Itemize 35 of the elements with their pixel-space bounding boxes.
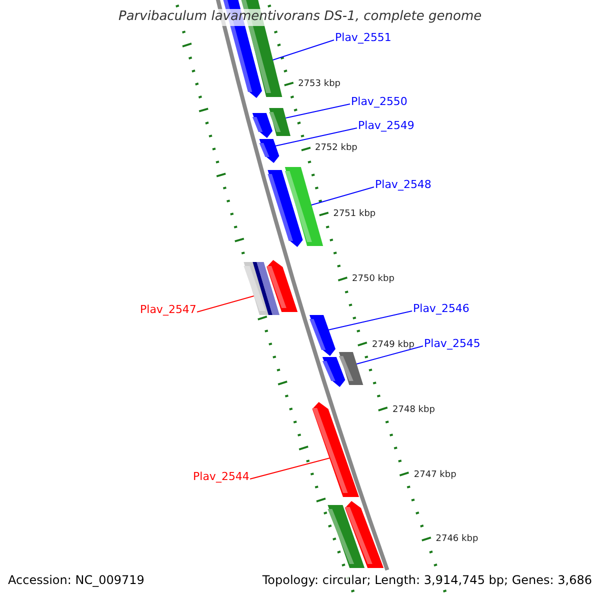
gene-block bbox=[266, 260, 298, 312]
gene-block bbox=[269, 108, 290, 136]
scale-label: 2749 kbp bbox=[372, 340, 414, 350]
scale-label: 2752 kbp bbox=[314, 143, 358, 154]
gene-block bbox=[259, 139, 280, 163]
scale-label: 2750 kbp bbox=[352, 274, 394, 284]
genome-stats-text: Topology: circular; Length: 3,914,745 bp; Genes: 3,686 bbox=[262, 574, 592, 588]
scale-label: 2751 kbp bbox=[333, 209, 376, 220]
leader-line bbox=[285, 104, 350, 118]
leader-line bbox=[356, 346, 424, 364]
leader-line bbox=[272, 40, 334, 60]
scale-label: 2747 kbp bbox=[414, 470, 456, 480]
gene-label: Plav_2550 bbox=[351, 96, 408, 108]
leader-line bbox=[274, 128, 358, 146]
scale-label: 2753 kbp bbox=[298, 79, 341, 90]
gene-block bbox=[322, 357, 346, 387]
leader-line bbox=[250, 458, 330, 480]
gene-label: Plav_2547 bbox=[140, 304, 196, 316]
gene-label: Plav_2551 bbox=[335, 32, 392, 44]
gene-label: Plav_2548 bbox=[375, 178, 432, 192]
gene-block bbox=[268, 170, 303, 247]
gene-label: Plav_2549 bbox=[358, 120, 414, 132]
gene-label: Plav_2544 bbox=[193, 470, 250, 484]
gene-block bbox=[310, 315, 336, 356]
leader-line bbox=[328, 310, 412, 330]
gene-block bbox=[252, 113, 272, 138]
gene-label: Plav_2546 bbox=[413, 302, 470, 316]
gene-block bbox=[312, 402, 359, 497]
leader-line bbox=[196, 296, 254, 312]
scale-label: 2746 kbp bbox=[436, 534, 478, 544]
gene-block bbox=[345, 501, 384, 568]
leader-line bbox=[310, 186, 374, 206]
scale-label: 2748 kbp bbox=[392, 405, 435, 416]
gene-label: Plav_2545 bbox=[424, 338, 480, 350]
accession-text: Accession: NC_009719 bbox=[8, 574, 144, 588]
